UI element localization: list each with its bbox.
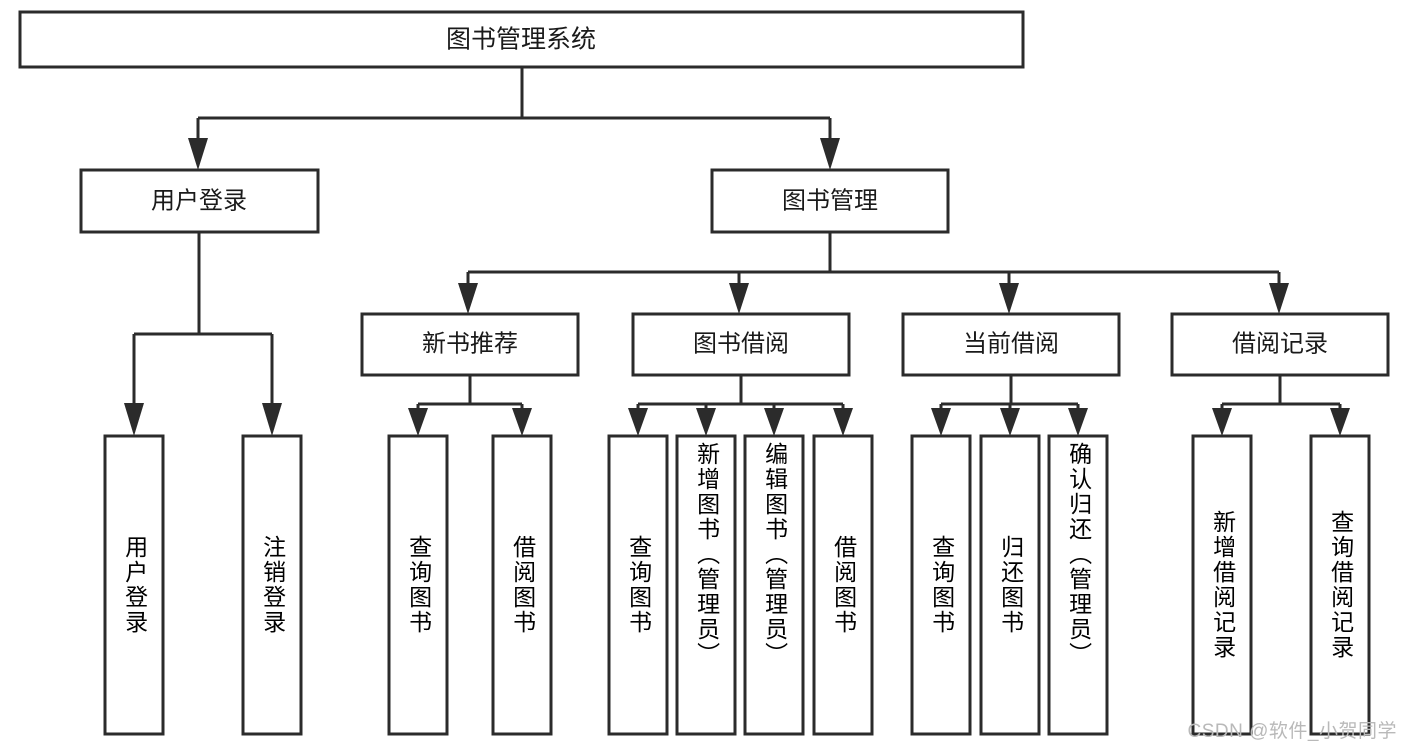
node-book-manage-box[interactable] [710,168,950,234]
leaf-box-2[interactable] [387,434,449,736]
node-current-borrow-box[interactable] [901,312,1121,377]
leaf-box-6[interactable] [743,434,805,736]
arrowhead-leaf-1 [262,403,282,436]
arrowhead-leaf-12 [1330,408,1350,436]
arrowhead-leaf-11 [1212,408,1232,436]
node-book-borrow-box[interactable] [631,312,851,377]
leaf-box-10[interactable] [1047,434,1109,736]
node-new-book-recommend[interactable]: 新书推荐 [360,312,580,377]
arrowhead-to-book-manage [820,138,840,170]
node-borrow-record-label: 借阅记录 [1232,330,1328,357]
leaf-box-0[interactable] [103,434,165,736]
leaf-box-8[interactable] [910,434,972,736]
node-current-borrow[interactable]: 当前借阅 [901,312,1121,377]
node-root[interactable]: 图书管理系统 [18,10,1025,69]
arrowhead-to-current-borrow [999,283,1019,314]
arrowhead-leaf-4 [628,408,648,436]
arrowhead-leaf-0 [124,403,144,436]
leaf-boxes [103,434,1371,736]
connector-borrow-record-to-leaves [1212,375,1350,436]
node-book-borrow-label: 图书借阅 [693,330,789,357]
arrowhead-to-new-book [458,283,478,314]
node-new-book-recommend-box[interactable] [360,312,580,377]
node-root-box[interactable] [18,10,1025,69]
arrowhead-leaf-6 [764,408,784,436]
arrowhead-to-borrow-record [1269,283,1289,314]
node-book-borrow[interactable]: 图书借阅 [631,312,851,377]
arrowhead-leaf-5 [696,408,716,436]
arrowhead-leaf-7 [833,408,853,436]
csdn-watermark: CSDN @软件_小贺同学 [1187,721,1397,742]
arrowhead-leaf-9 [1000,408,1020,436]
node-book-manage[interactable]: 图书管理 [710,168,950,234]
leaf-box-5[interactable] [675,434,737,736]
leaf-box-7[interactable] [812,434,874,736]
leaf-box-3[interactable] [491,434,553,736]
arrowhead-leaf-10 [1068,408,1088,436]
node-current-borrow-label: 当前借阅 [963,330,1059,357]
node-root-label: 图书管理系统 [446,26,596,54]
leaf-box-12[interactable] [1309,434,1371,736]
arrowhead-to-book-borrow [729,283,749,314]
connector-root-to-level2 [188,68,840,170]
node-user-login[interactable]: 用户登录 [79,168,320,234]
connector-book-manage-to-level3 [458,232,1289,314]
connector-user-login-to-leaves [124,232,282,436]
connector-book-borrow-to-leaves [628,375,853,436]
node-book-manage-label: 图书管理 [782,187,878,214]
leaf-box-11[interactable] [1191,434,1253,736]
leaf-box-9[interactable] [979,434,1041,736]
node-user-login-label: 用户登录 [151,187,247,214]
arrowhead-leaf-8 [931,408,951,436]
leaf-box-4[interactable] [607,434,669,736]
node-borrow-record-box[interactable] [1170,312,1390,377]
leaf-box-1[interactable] [241,434,303,736]
arrowhead-leaf-2 [408,408,428,436]
connector-current-borrow-to-leaves [931,375,1088,436]
connector-new-book-recommend-to-leaves [408,375,532,436]
arrowhead-leaf-3 [512,408,532,436]
node-new-book-recommend-label: 新书推荐 [422,330,518,357]
node-borrow-record[interactable]: 借阅记录 [1170,312,1390,377]
arrowhead-to-user-login [188,138,208,170]
